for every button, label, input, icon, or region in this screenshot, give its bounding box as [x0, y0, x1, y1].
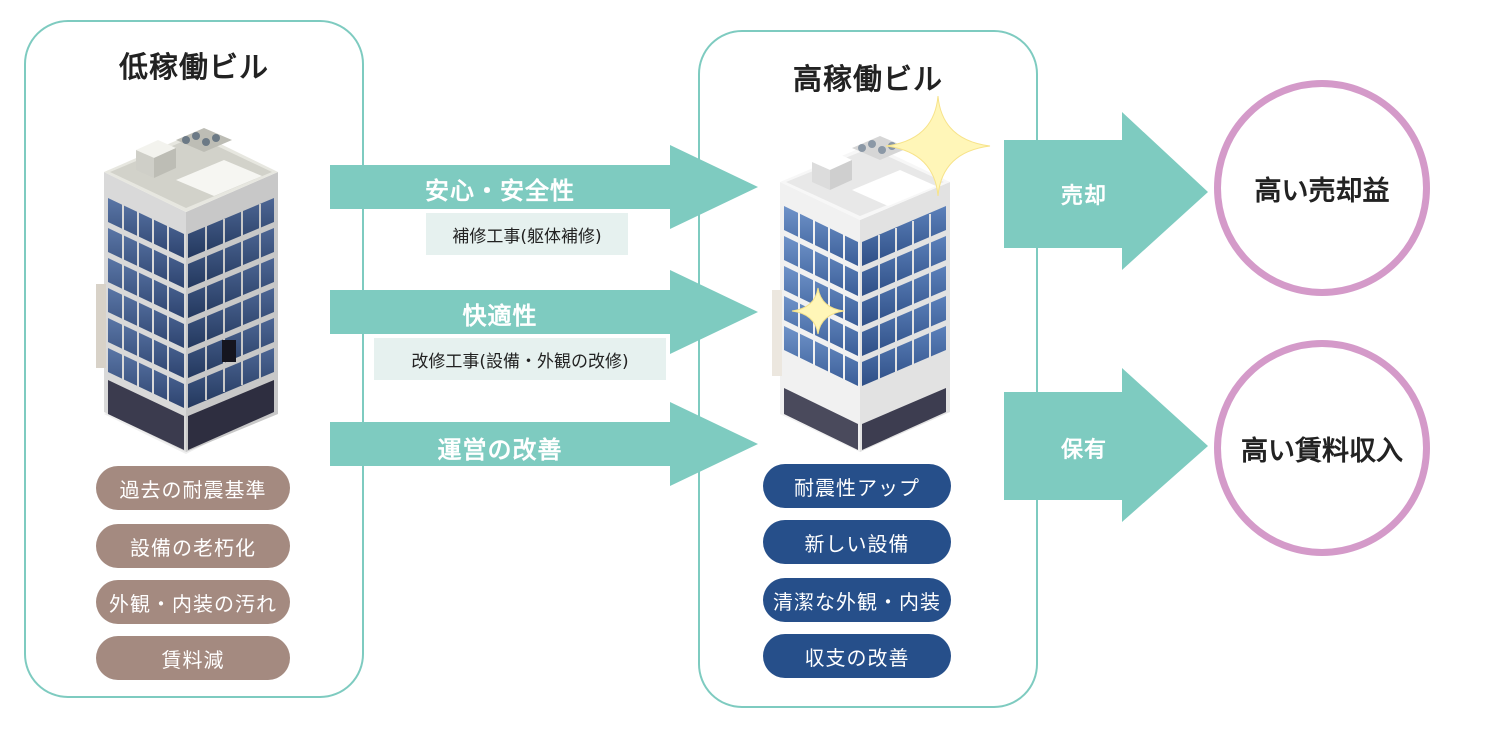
- issue-pill-2: 設備の老朽化: [96, 524, 290, 568]
- building-old-illustration: [96, 128, 278, 454]
- issue-pill-4: 賃料減: [96, 636, 290, 680]
- issue-pill-3: 外観・内装の汚れ: [96, 580, 290, 624]
- band-label-operation: 運営の改善: [437, 436, 563, 464]
- band-label-safety: 安心・安全性: [425, 177, 575, 205]
- improvement-pill-1: 耐震性アップ: [763, 464, 951, 508]
- outcome-arrow-label-hold: 保有: [1060, 438, 1107, 463]
- outcome-arrow-label-sell: 売却: [1060, 184, 1107, 209]
- panel-title-low: 低稼働ビル: [118, 50, 269, 84]
- band-sublabel-comfort: 改修工事(設備・外観の改修): [374, 338, 666, 380]
- improvement-pill-4: 収支の改善: [763, 634, 951, 678]
- band-label-comfort: 快適性: [462, 302, 538, 330]
- panel-title-high: 高稼働ビル: [792, 62, 943, 96]
- sparkle-icon: [791, 95, 991, 335]
- outcome-circle-sale-profit: 高い売却益: [1214, 80, 1430, 296]
- outcome-circle-rent-income: 高い賃料収入: [1214, 340, 1430, 556]
- improvement-pill-2: 新しい設備: [763, 520, 951, 564]
- high-occupancy-panel: 高稼働ビル: [698, 30, 1038, 708]
- band-sublabel-safety: 補修工事(躯体補修): [426, 213, 628, 255]
- building-new-illustration: [772, 95, 991, 452]
- low-occupancy-panel: 低稼働ビル: [24, 20, 364, 698]
- issue-pill-1: 過去の耐震基準: [96, 466, 290, 510]
- improvement-pill-3: 清潔な外観・内装: [763, 578, 951, 622]
